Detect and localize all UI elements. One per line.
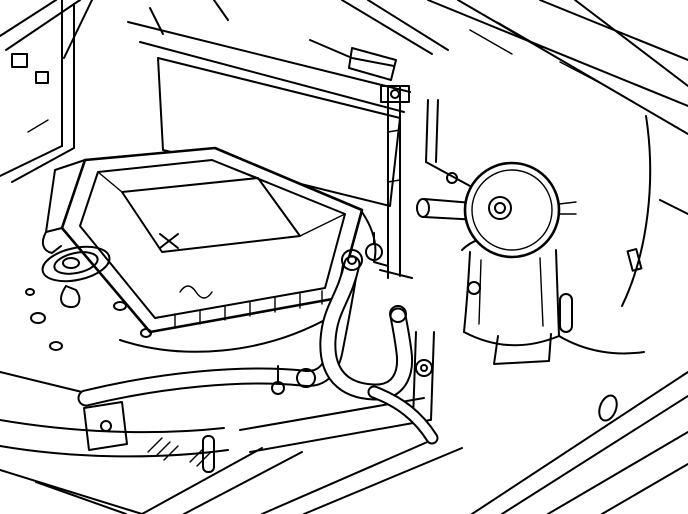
floor-hole (598, 394, 618, 422)
bracket-slot (559, 293, 573, 333)
body-slot (626, 248, 643, 272)
bolt-head-icon (35, 71, 49, 84)
upper-left-body-structure (0, 0, 93, 183)
upper-right-body-structure (341, 0, 688, 307)
heater-hoses (77, 255, 439, 445)
bolt-icon (390, 89, 400, 99)
hose-clamp-icon (341, 249, 363, 271)
round-actuator (416, 161, 577, 259)
frame-slot (202, 435, 215, 473)
right-mounting-bracket (461, 236, 645, 365)
tray-hook (41, 231, 62, 254)
rod-end-cap (416, 198, 430, 218)
drip-tab (60, 285, 81, 309)
bolt-head-icon (11, 53, 28, 68)
hose-clamp-icon (296, 368, 316, 388)
wire-squiggle (179, 285, 213, 299)
bolt-icon (100, 420, 112, 432)
retainer-clip-icon (159, 233, 179, 249)
bolt-icon (415, 359, 433, 377)
tray-flange (45, 159, 86, 233)
hose-clamps-and-bolts (271, 232, 407, 395)
grommet (41, 245, 111, 309)
hose-clamp-icon (389, 305, 407, 323)
cowl-panel (127, 0, 411, 207)
mid-bracket (425, 99, 471, 187)
actuator-hub (488, 196, 512, 220)
support-post (379, 85, 413, 279)
bolt-icon (467, 281, 481, 295)
frame-bracket (83, 401, 128, 451)
actuator-disc (463, 161, 561, 259)
bolt-icon (271, 381, 285, 395)
hatch-marks (147, 437, 211, 467)
bolt-icon (446, 172, 458, 184)
lower-frame (0, 331, 688, 514)
drain-holes (25, 288, 152, 351)
